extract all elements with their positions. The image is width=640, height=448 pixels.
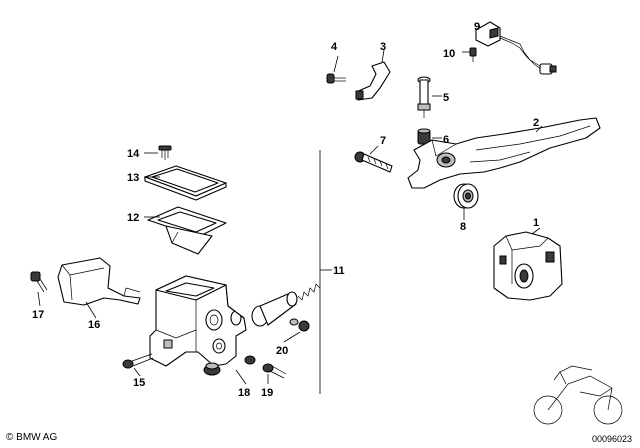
part-2-lever (407, 117, 601, 189)
part-20-piston-kit (251, 283, 321, 332)
callout-12: 12 (127, 212, 139, 224)
callout-6: 6 (443, 134, 449, 146)
part-19-screw (262, 363, 287, 379)
part-10-screw (469, 47, 477, 62)
callout-9: 9 (474, 21, 480, 33)
callout-11: 11 (333, 265, 345, 277)
callout-14: 14 (127, 148, 140, 160)
part-12-gasket (147, 206, 227, 255)
callout-4: 4 (331, 41, 338, 53)
part-1-housing (493, 231, 563, 301)
callout-18: 18 (238, 387, 250, 399)
callout-2: 2 (533, 117, 539, 129)
leader-lines (37, 25, 543, 385)
part-7-adjust-screw (354, 151, 393, 173)
part-3-bracket (355, 61, 391, 101)
part-5-pivot-bolt (417, 76, 431, 118)
callout-13: 13 (127, 172, 139, 184)
part-11-master-cylinder (149, 275, 247, 367)
part-8-roller (453, 183, 479, 209)
part-18-bleed-nipple (203, 355, 256, 376)
callout-19: 19 (261, 387, 273, 399)
callout-8: 8 (460, 221, 466, 233)
callout-labels: 1 2 3 4 5 6 7 8 9 10 11 12 13 14 15 16 1… (32, 21, 539, 399)
callout-16: 16 (88, 319, 100, 331)
callout-10: 10 (443, 48, 455, 60)
callout-5: 5 (443, 92, 449, 104)
part-16-cap (57, 257, 141, 306)
copyright-brand: © BMW AG (6, 432, 58, 443)
callout-20: 20 (276, 345, 288, 357)
part-17-screw (30, 271, 48, 293)
callout-15: 15 (133, 377, 145, 389)
part-9-switch (475, 21, 557, 75)
drawing-number: 00096023 (591, 434, 632, 444)
callout-3: 3 (380, 41, 386, 53)
callout-17: 17 (32, 309, 44, 321)
part-14-screw (158, 145, 172, 160)
motorcycle-thumbnail (533, 365, 623, 425)
callout-1: 1 (533, 217, 539, 229)
part-15-screw (122, 353, 154, 369)
part-6-bushing (417, 128, 431, 145)
callout-7: 7 (380, 135, 386, 147)
part-4-screw (326, 73, 346, 84)
part-13-cover (144, 165, 227, 201)
